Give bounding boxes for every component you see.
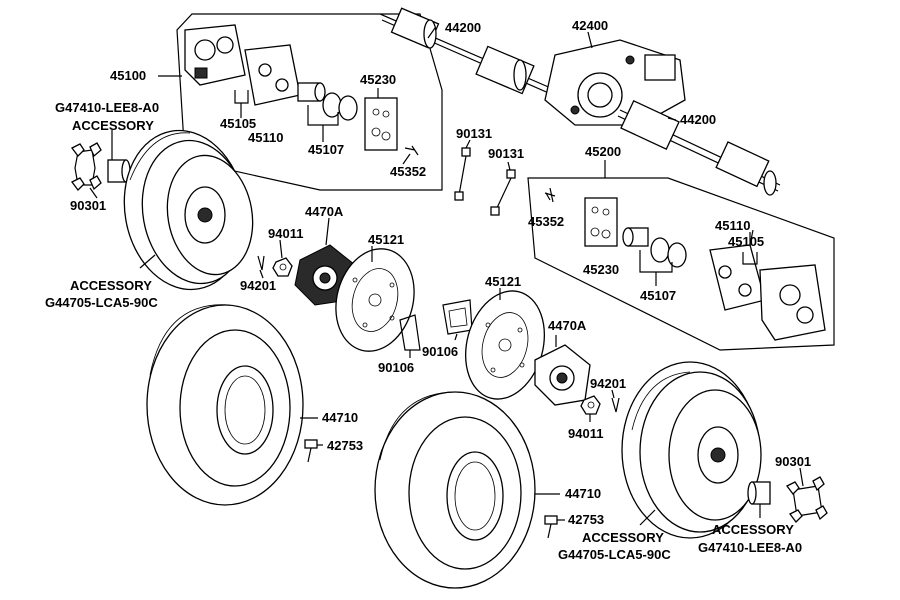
nut-94011-left[interactable]: [272, 257, 293, 277]
caliper-left[interactable]: [184, 24, 246, 86]
shim-90106-b[interactable]: [399, 314, 421, 351]
shim-90106-a[interactable]: [442, 299, 473, 335]
label-45121-right: 45121: [485, 274, 521, 289]
label-45107-left: 45107: [308, 142, 344, 157]
lug-nut-set-right[interactable]: [786, 476, 828, 523]
label-45107-right: 45107: [640, 288, 676, 303]
wheel-rim-left[interactable]: [112, 121, 262, 299]
label-90106-b: 90106: [378, 360, 414, 375]
label-90131-a: 90131: [456, 126, 492, 141]
valve-right[interactable]: [544, 515, 558, 539]
label-44710-left: 44710: [322, 410, 358, 425]
valve-left[interactable]: [304, 439, 318, 463]
label-4470A-right: 4470A: [548, 318, 587, 333]
leader-seals-right: [639, 250, 673, 286]
caliper-bracket-left[interactable]: [244, 44, 301, 106]
label-accessory-code-right: G47410-LEE8-A0: [698, 540, 802, 555]
label-accessory-right: ACCESSORY: [712, 522, 794, 537]
label-90301-right: 90301: [775, 454, 811, 469]
label-44200-top: 44200: [445, 20, 481, 35]
label-accessory-left: ACCESSORY: [72, 118, 154, 133]
label-wheel-code-right: G44705-LCA5-90C: [558, 547, 671, 562]
label-4470A-left: 4470A: [305, 204, 344, 219]
seals-left[interactable]: [322, 92, 358, 121]
caliper-kit-right-box: [527, 177, 835, 351]
label-accessory-wheel-right: ACCESSORY: [582, 530, 664, 545]
rear-axle-right[interactable]: [617, 99, 781, 196]
label-42753-right: 42753: [568, 512, 604, 527]
label-42753-left: 42753: [327, 438, 363, 453]
tire-right[interactable]: [374, 391, 536, 589]
label-45352-right: 45352: [528, 214, 564, 229]
bolt-90131-a[interactable]: [454, 147, 471, 201]
kit-45230-left[interactable]: [364, 97, 398, 151]
label-94011-left: 94011: [268, 226, 303, 241]
label-45105-right: 45105: [728, 234, 764, 249]
label-90131-b: 90131: [488, 146, 524, 161]
bolt-90131-b[interactable]: [490, 169, 516, 216]
label-44710-right: 44710: [565, 486, 601, 501]
kit-45230-right[interactable]: [584, 197, 618, 247]
label-90301-left: 90301: [70, 198, 106, 213]
caliper-right[interactable]: [759, 264, 826, 341]
label-accessory-code-left: G47410-LEE8-A0: [55, 100, 159, 115]
leader-seals-left: [307, 105, 339, 142]
rear-axle-upper[interactable]: [379, 7, 561, 99]
hub-right[interactable]: [534, 344, 591, 406]
label-45230-left: 45230: [360, 72, 396, 87]
piston-right[interactable]: [622, 227, 649, 247]
label-90106-a: 90106: [422, 344, 458, 359]
label-45105-left: 45105: [220, 116, 256, 131]
pin-left[interactable]: [404, 145, 419, 156]
nut-94011-right[interactable]: [580, 395, 601, 415]
brake-disc-right[interactable]: [454, 282, 556, 408]
leader-pads-left: [234, 90, 249, 118]
label-wheel-code-left: G44705-LCA5-90C: [45, 295, 158, 310]
cotter-pin-right[interactable]: [611, 397, 620, 413]
callout-labels: 44200 42400 45100 45230 G47410-LEE8-A0 A…: [45, 18, 811, 562]
label-94201-left: 94201: [240, 278, 276, 293]
label-42400: 42400: [572, 18, 608, 33]
spacer-right[interactable]: [747, 481, 771, 505]
label-45352-left: 45352: [390, 164, 426, 179]
label-45230-right: 45230: [583, 262, 619, 277]
wheel-rim-right[interactable]: [621, 361, 762, 539]
tire-left[interactable]: [146, 304, 304, 506]
label-45110-left: 45110: [248, 130, 283, 145]
seals-right[interactable]: [650, 237, 687, 268]
cotter-pin-left[interactable]: [257, 255, 265, 271]
label-accessory-wheel-left: ACCESSORY: [70, 278, 152, 293]
differential[interactable]: [544, 39, 686, 126]
label-45200: 45200: [585, 144, 621, 159]
label-94011-right: 94011: [568, 426, 603, 441]
brake-disc-left[interactable]: [325, 240, 425, 360]
lug-nut-set-left[interactable]: [71, 142, 102, 191]
label-45110-right: 45110: [715, 218, 750, 233]
label-45121-left: 45121: [368, 232, 404, 247]
label-94201-right: 94201: [590, 376, 626, 391]
leader-lines: [89, 27, 804, 526]
piston-left[interactable]: [297, 82, 326, 102]
label-44200-right: 44200: [680, 112, 716, 127]
label-45100: 45100: [110, 68, 146, 83]
